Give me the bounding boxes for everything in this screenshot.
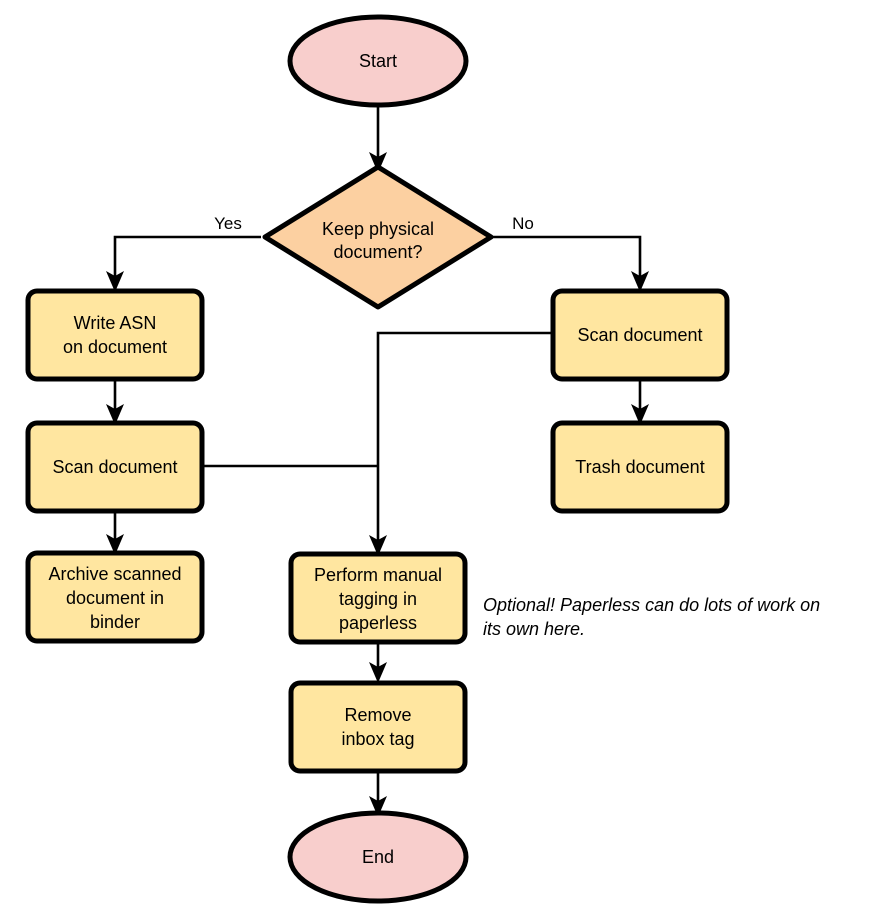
edge-decision-no-to-scan-right <box>493 235 649 292</box>
scan-right-box[interactable] <box>550 288 730 382</box>
remove-inbox-label-line2: inbox tag <box>341 729 414 749</box>
manual-tagging-label-line1: Perform manual <box>314 565 442 585</box>
start-ellipse[interactable] <box>287 14 469 108</box>
end-label: End <box>362 847 394 867</box>
node-write-asn[interactable]: Write ASN on document <box>25 288 205 382</box>
trash-label: Trash document <box>575 457 704 477</box>
manual-tagging-box[interactable] <box>288 551 468 645</box>
edge-manual-tagging-to-remove-inbox <box>369 643 387 683</box>
node-perform-manual-tagging[interactable]: Perform manual tagging in paperless <box>288 551 468 645</box>
start-label: Start <box>359 51 397 71</box>
manual-tagging-label-line3: paperless <box>339 613 417 633</box>
arrowhead-icon <box>369 796 387 817</box>
node-archive-scanned-document[interactable]: Archive scanned document in binder <box>25 550 205 644</box>
edge-label-yes: Yes <box>214 214 242 233</box>
edge-write-asn-to-scan-left <box>106 380 124 425</box>
arrowhead-icon <box>106 534 124 555</box>
scan-left-label: Scan document <box>52 457 177 477</box>
write-asn-label-line1: Write ASN <box>74 313 157 333</box>
annotation-line2: its own here. <box>483 619 585 639</box>
annotation-line1: Optional! Paperless can do lots of work … <box>483 595 820 615</box>
edge-scan-left-to-archive <box>106 512 124 555</box>
scan-left-box[interactable] <box>25 420 205 514</box>
arrowhead-icon <box>631 271 649 292</box>
node-trash-document[interactable]: Trash document <box>550 420 730 514</box>
edge-remove-inbox-to-end <box>369 772 387 817</box>
trash-box[interactable] <box>550 420 730 514</box>
node-scan-document-left[interactable]: Scan document <box>25 420 205 514</box>
arrowhead-icon <box>106 271 124 292</box>
scan-right-label: Scan document <box>577 325 702 345</box>
archive-box[interactable] <box>25 550 205 644</box>
manual-tagging-label-line2: tagging in <box>339 589 417 609</box>
edge-scan-right-to-trash <box>631 380 649 425</box>
node-decision-keep-physical-document[interactable]: Keep physical document? <box>262 164 494 310</box>
node-scan-document-right[interactable]: Scan document <box>550 288 730 382</box>
edge-label-no: No <box>512 214 534 233</box>
arrowhead-icon <box>369 662 387 683</box>
archive-label-line3: binder <box>90 612 140 632</box>
write-asn-box[interactable] <box>25 288 205 382</box>
edge-scan-right-to-manual-tagging <box>369 331 552 556</box>
remove-inbox-label-line1: Remove <box>344 705 411 725</box>
arrowhead-icon <box>106 404 124 425</box>
archive-label-line2: document in <box>66 588 164 608</box>
archive-label-line1: Archive scanned <box>48 564 181 584</box>
edge-decision-yes-to-write-asn <box>106 235 261 292</box>
node-end[interactable]: End <box>287 810 469 904</box>
arrowhead-icon <box>369 152 387 173</box>
write-asn-label-line2: on document <box>63 337 167 357</box>
node-remove-inbox-tag[interactable]: Remove inbox tag <box>288 680 468 774</box>
decision-label-line1: Keep physical <box>322 219 434 239</box>
decision-diamond[interactable] <box>262 164 494 310</box>
arrowhead-icon <box>631 404 649 425</box>
remove-inbox-box[interactable] <box>288 680 468 774</box>
arrowhead-icon <box>369 535 387 556</box>
end-ellipse[interactable] <box>287 810 469 904</box>
decision-label-line2: document? <box>333 242 422 262</box>
annotation-optional-note: Optional! Paperless can do lots of work … <box>483 595 820 639</box>
node-start[interactable]: Start <box>287 14 469 108</box>
edge-start-to-decision <box>369 105 387 173</box>
